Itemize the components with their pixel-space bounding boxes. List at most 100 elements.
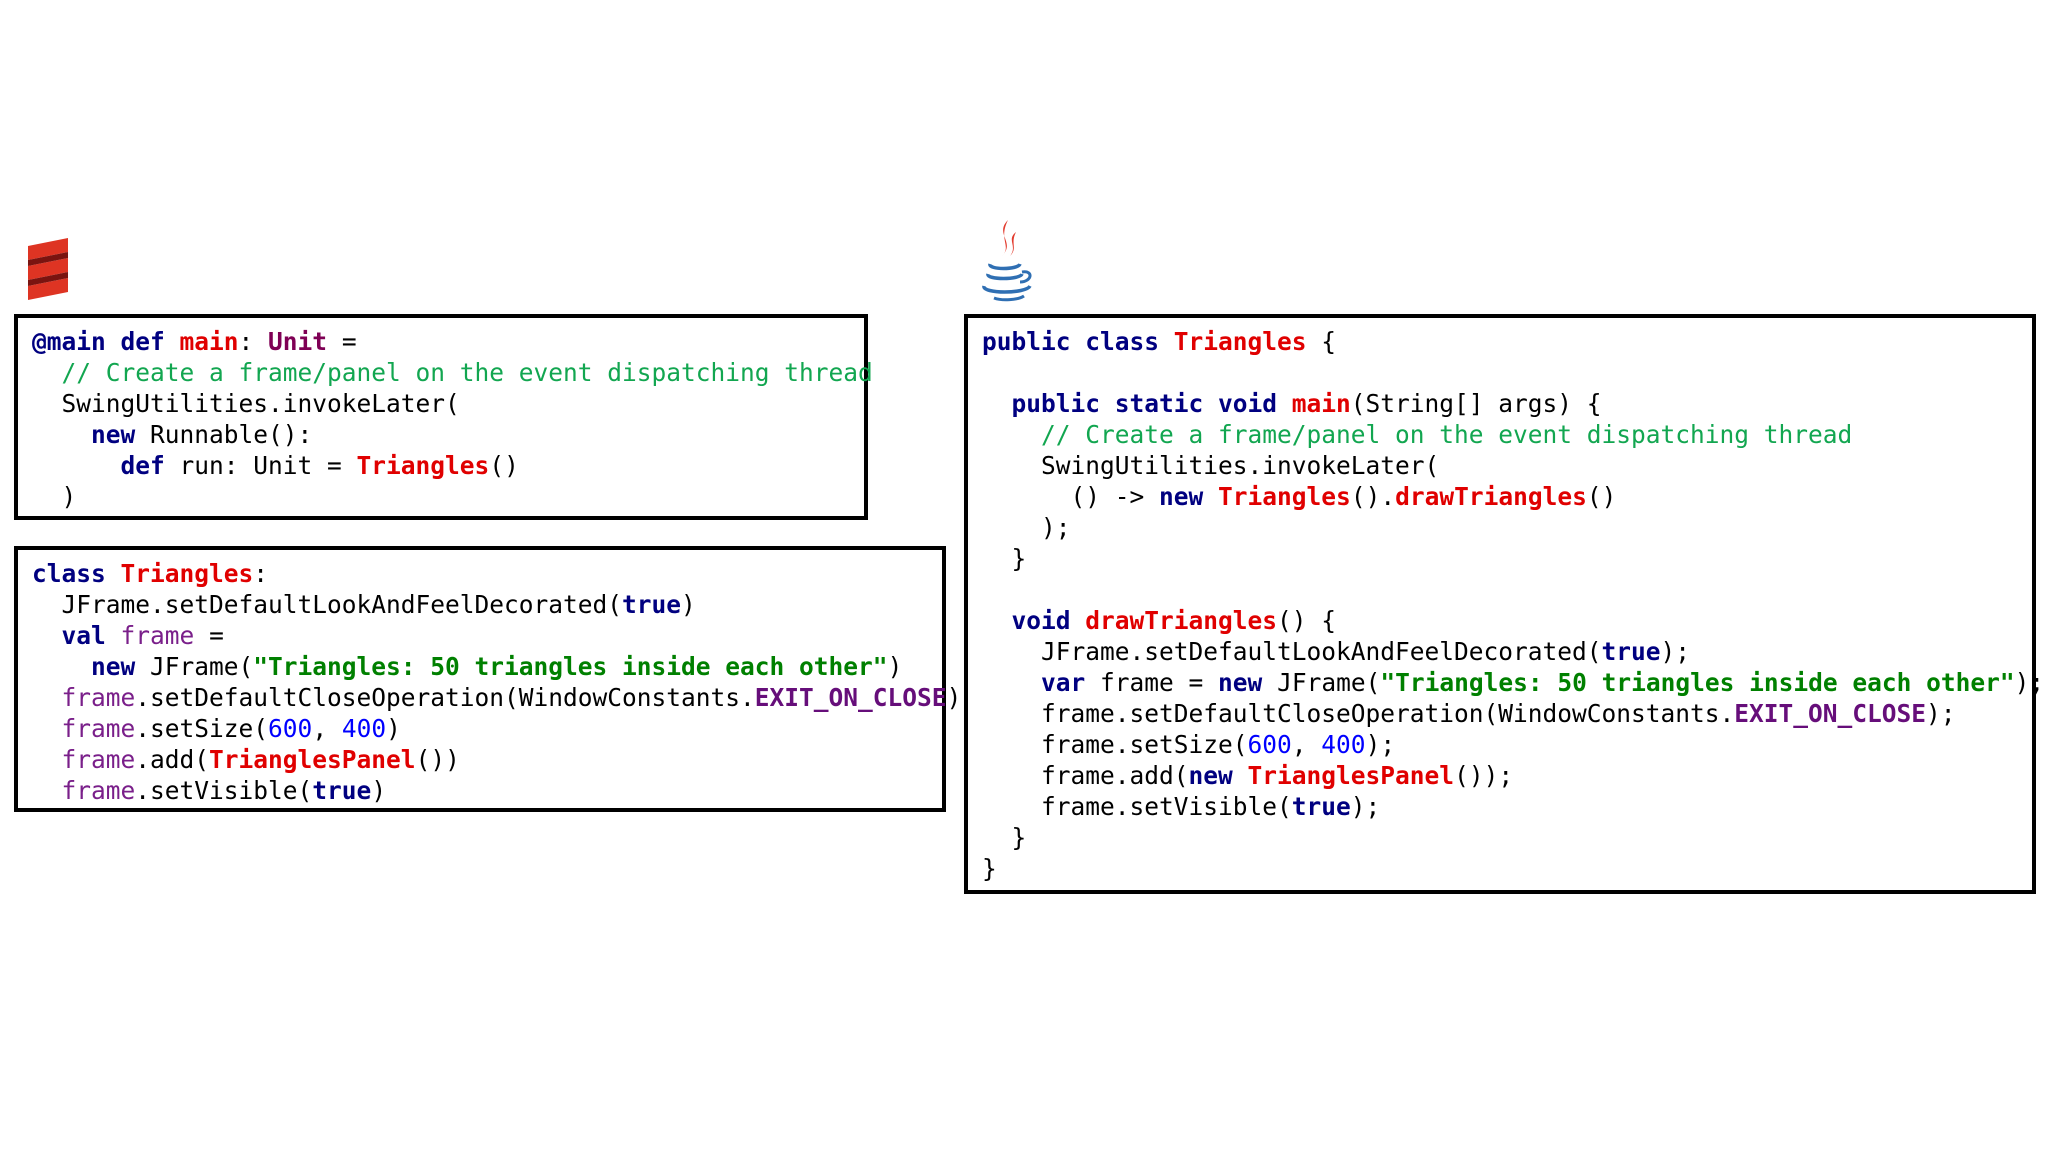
code-token: var bbox=[1041, 668, 1086, 697]
code-token bbox=[982, 420, 1041, 449]
code-token: Triangles bbox=[1218, 482, 1351, 511]
code-line: public static void main(String[] args) { bbox=[982, 388, 2018, 419]
code-token: Unit bbox=[268, 327, 328, 356]
code-token bbox=[1233, 761, 1248, 790]
code-token: ) bbox=[386, 714, 401, 743]
code-token: ); bbox=[1365, 730, 1396, 759]
code-token: 400 bbox=[341, 714, 387, 743]
code-line: ) bbox=[32, 481, 850, 512]
code-token: , bbox=[1291, 730, 1322, 759]
code-token: TrianglesPanel bbox=[209, 745, 416, 774]
code-token: true bbox=[1291, 792, 1351, 821]
code-token: frame.setDefaultCloseOperation(WindowCon… bbox=[982, 699, 1735, 728]
code-token: new bbox=[91, 652, 136, 681]
java-logo-icon bbox=[982, 220, 1032, 302]
code-token: () bbox=[489, 451, 519, 480]
code-token: frame bbox=[61, 683, 136, 712]
code-token bbox=[32, 358, 62, 387]
code-token: frame bbox=[61, 745, 136, 774]
code-token: Triangles bbox=[356, 451, 490, 480]
code-line: val frame = bbox=[32, 620, 928, 651]
code-token: main bbox=[1291, 389, 1351, 418]
code-line: () -> new Triangles().drawTriangles() bbox=[982, 481, 2018, 512]
code-token: run: Unit = bbox=[164, 451, 357, 480]
code-token: JFrame( bbox=[1262, 668, 1381, 697]
code-token: class bbox=[32, 559, 121, 588]
code-token: // Create a frame/panel on the event dis… bbox=[61, 358, 873, 387]
code-token: "Triangles: 50 triangles inside each oth… bbox=[1380, 668, 2015, 697]
code-token: .setVisible( bbox=[135, 776, 313, 805]
code-token: ); bbox=[1350, 792, 1381, 821]
code-line: JFrame.setDefaultLookAndFeelDecorated(tr… bbox=[32, 589, 928, 620]
code-token: (). bbox=[1350, 482, 1396, 511]
code-token: public static void bbox=[1011, 389, 1292, 418]
code-token: ) bbox=[371, 776, 387, 805]
code-token: () { bbox=[1277, 606, 1337, 635]
code-token: { bbox=[1306, 327, 1337, 356]
code-token: ); bbox=[1660, 637, 1691, 666]
code-token: SwingUtilities.invokeLater( bbox=[982, 451, 1440, 480]
code-line: // Create a frame/panel on the event dis… bbox=[32, 357, 873, 388]
code-token bbox=[32, 451, 121, 480]
code-token: 400 bbox=[1321, 730, 1366, 759]
code-token: .add( bbox=[135, 745, 210, 774]
code-token: ) bbox=[946, 683, 962, 712]
code-token bbox=[32, 420, 91, 449]
code-token: } bbox=[982, 854, 997, 883]
code-token: new bbox=[91, 420, 136, 449]
code-token: "Triangles: 50 triangles inside each oth… bbox=[253, 652, 888, 681]
code-token: ) bbox=[32, 482, 77, 511]
code-token: frame.setSize( bbox=[982, 730, 1248, 759]
code-token: ()) bbox=[415, 745, 460, 774]
code-token: true bbox=[312, 776, 372, 805]
code-line: frame.setSize(600, 400); bbox=[982, 729, 2018, 760]
code-line: new JFrame("Triangles: 50 triangles insi… bbox=[32, 651, 928, 682]
code-token: } bbox=[982, 544, 1027, 573]
code-token bbox=[32, 683, 62, 712]
code-line: void drawTriangles() { bbox=[982, 605, 2018, 636]
java-code-box: public class Triangles { public static v… bbox=[964, 314, 2044, 894]
code-line: SwingUtilities.invokeLater( bbox=[32, 388, 850, 419]
code-token: public class bbox=[982, 327, 1174, 356]
code-token: new bbox=[1159, 482, 1204, 511]
code-token: 600 bbox=[268, 714, 313, 743]
code-token: EXIT_ON_CLOSE bbox=[1734, 699, 1927, 728]
code-token: Runnable(): bbox=[135, 420, 313, 449]
code-token bbox=[32, 714, 62, 743]
scala-class-code-box: class Triangles: JFrame.setDefaultLookAn… bbox=[14, 546, 961, 812]
code-token: 600 bbox=[1247, 730, 1292, 759]
code-token: @main def bbox=[32, 327, 180, 356]
code-token: frame = bbox=[1085, 668, 1219, 697]
code-token: def bbox=[120, 451, 165, 480]
code-token: frame bbox=[120, 621, 195, 650]
code-token: void bbox=[1011, 606, 1086, 635]
code-line: frame.add(new TrianglesPanel()); bbox=[982, 760, 2018, 791]
code-line: frame.setSize(600, 400) bbox=[32, 713, 928, 744]
code-line: SwingUtilities.invokeLater( bbox=[982, 450, 2018, 481]
code-token: TrianglesPanel bbox=[1247, 761, 1455, 790]
code-line bbox=[982, 574, 2018, 605]
code-token: // Create a frame/panel on the event dis… bbox=[1041, 420, 1853, 449]
code-line: ); bbox=[982, 512, 2018, 543]
code-token: : bbox=[238, 327, 269, 356]
code-token: true bbox=[1601, 637, 1661, 666]
code-token: ) bbox=[681, 590, 696, 619]
code-token: = bbox=[194, 621, 224, 650]
code-token bbox=[982, 668, 1041, 697]
code-token bbox=[1203, 482, 1218, 511]
code-token: () -> bbox=[982, 482, 1160, 511]
code-line: } bbox=[982, 543, 2018, 574]
code-line: var frame = new JFrame("Triangles: 50 tr… bbox=[982, 667, 2044, 698]
code-token: .setSize( bbox=[135, 714, 269, 743]
code-token: ()); bbox=[1454, 761, 1514, 790]
code-token bbox=[32, 745, 62, 774]
scala-logo-icon bbox=[28, 238, 68, 300]
code-token: drawTriangles bbox=[1085, 606, 1278, 635]
code-token: .setDefaultCloseOperation(WindowConstant… bbox=[135, 683, 755, 712]
code-token bbox=[32, 776, 62, 805]
code-token: ); bbox=[1926, 699, 1956, 728]
scala-main-code-box: @main def main: Unit = // Create a frame… bbox=[14, 314, 873, 520]
code-line: JFrame.setDefaultLookAndFeelDecorated(tr… bbox=[982, 636, 2018, 667]
code-token: true bbox=[622, 590, 682, 619]
code-token: JFrame.setDefaultLookAndFeelDecorated( bbox=[32, 590, 623, 619]
